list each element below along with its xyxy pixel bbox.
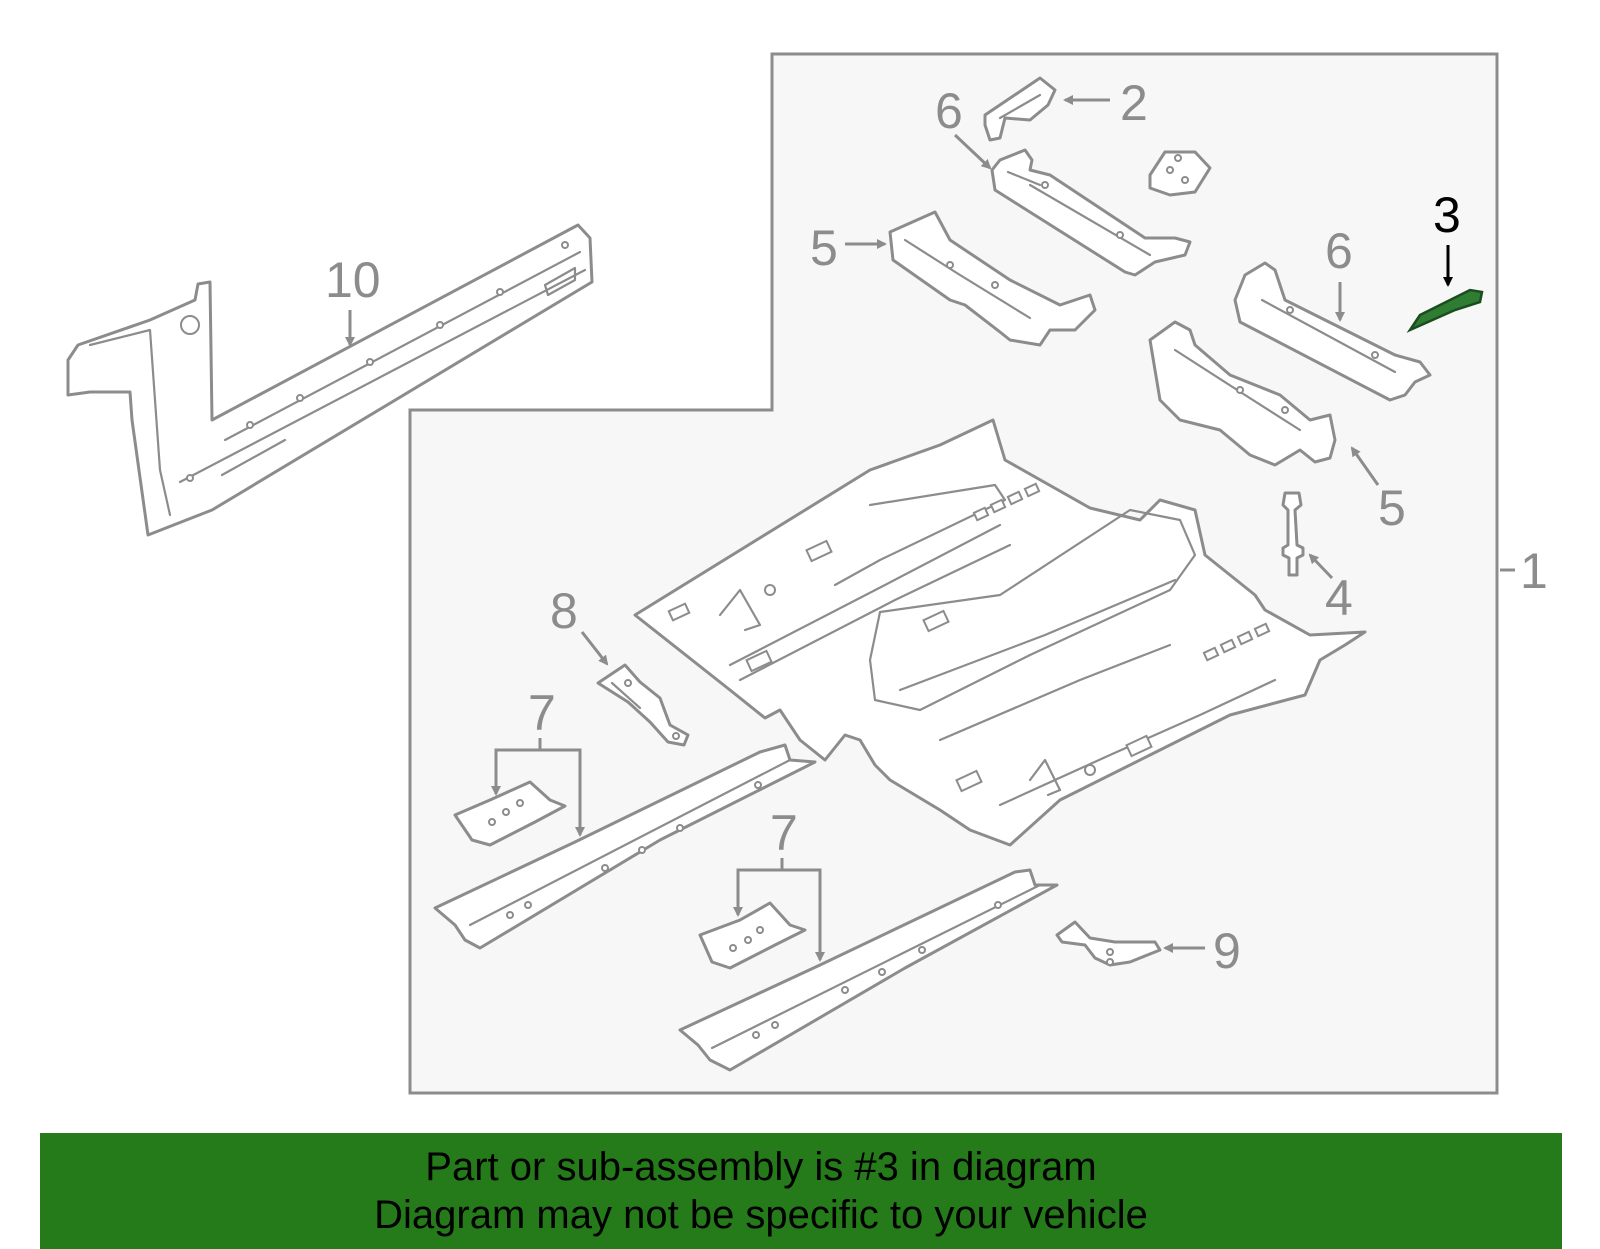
- callout-10: 10: [325, 252, 381, 308]
- banner-line-2: Diagram may not be specific to your vehi…: [374, 1193, 1148, 1237]
- part-7-rail-left[interactable]: [433, 743, 817, 950]
- part-5-reinforcement-upper[interactable]: [888, 210, 1097, 347]
- callout-8: 8: [550, 583, 578, 639]
- callout-6b: 6: [1325, 223, 1353, 279]
- part-10-rocker-panel[interactable]: [66, 223, 594, 537]
- callout-5b: 5: [1378, 480, 1406, 536]
- callout-7b: 7: [770, 805, 798, 861]
- leader-6a: [953, 133, 992, 170]
- leader-4: [1308, 553, 1334, 580]
- callout-4: 4: [1325, 570, 1353, 626]
- callout-6a: 6: [935, 83, 963, 139]
- part-7-plate-right[interactable]: [698, 901, 807, 970]
- callout-1: 1: [1520, 543, 1548, 599]
- callout-2: 2: [1120, 75, 1148, 131]
- part-5-reinforcement-lower[interactable]: [1148, 320, 1337, 467]
- part-bracket-unlabeled[interactable]: [1148, 150, 1212, 197]
- part-floor-pan[interactable]: [633, 418, 1367, 847]
- part-3-reinforcement-highlighted[interactable]: [1406, 288, 1484, 333]
- part-7-plate-left[interactable]: [453, 780, 567, 847]
- part-8-bracket[interactable]: [596, 663, 690, 747]
- part-9-bracket[interactable]: [1055, 920, 1162, 967]
- callout-5a: 5: [810, 220, 838, 276]
- part-4-bolt[interactable]: [1281, 491, 1305, 577]
- leader-7a: [494, 748, 582, 832]
- callout-9: 9: [1213, 923, 1241, 979]
- part-2-bracket[interactable]: [983, 76, 1057, 142]
- part-7-rail-right[interactable]: [678, 868, 1059, 1072]
- part-6-crossmember-lower[interactable]: [1233, 261, 1432, 402]
- leader-5b: [1350, 446, 1380, 486]
- info-banner: Part or sub-assembly is #3 in diagram Di…: [40, 1133, 1562, 1249]
- leader-8: [580, 631, 609, 666]
- leader-7b: [736, 868, 822, 950]
- banner-line-1: Part or sub-assembly is #3 in diagram: [425, 1145, 1097, 1189]
- callout-7a: 7: [528, 685, 556, 741]
- callout-3: 3: [1433, 187, 1461, 243]
- part-6-crossmember-upper[interactable]: [990, 148, 1192, 277]
